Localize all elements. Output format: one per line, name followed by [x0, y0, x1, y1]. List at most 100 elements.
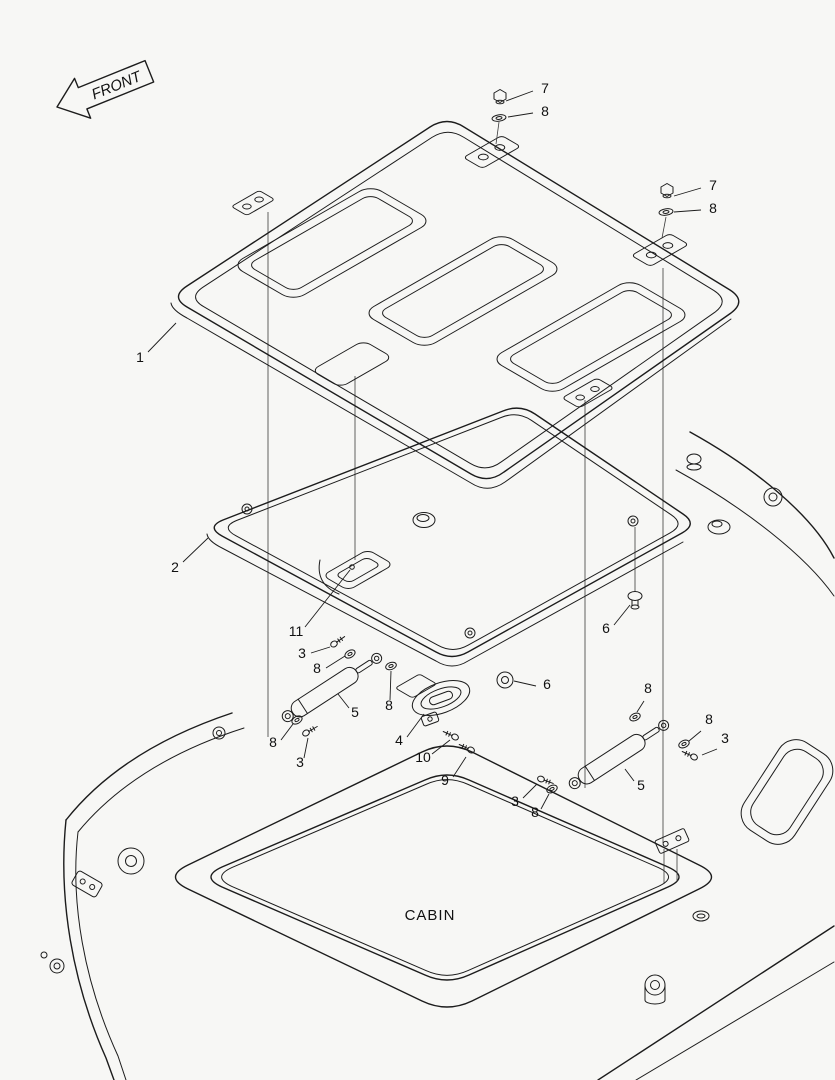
callout-leader	[673, 187, 702, 197]
windshield-edge-outer	[65, 712, 233, 821]
part-callout-5: 5	[624, 768, 645, 793]
screw	[537, 775, 554, 785]
pillar-bracket	[71, 870, 103, 898]
callout-leader	[505, 90, 534, 102]
callout-number: 8	[531, 804, 539, 820]
a-pillar-outer	[63, 819, 115, 1080]
hinge-bracket-left	[231, 191, 274, 216]
hatch-rim-thickness	[170, 302, 732, 489]
callout-leader	[406, 713, 425, 738]
callout-leader	[673, 209, 702, 213]
washer	[678, 739, 690, 749]
right-body-washer	[763, 487, 783, 507]
callout-leader	[624, 768, 635, 782]
small-fasteners	[291, 591, 698, 794]
roof-bolt-left	[212, 726, 226, 740]
callout-leader	[303, 737, 309, 759]
part-callout-3: 3	[511, 783, 538, 809]
a-pillar-inner	[75, 831, 127, 1080]
right-roof-vent	[740, 739, 834, 845]
part-callout-8: 8	[673, 200, 717, 216]
rear-cylinder	[644, 974, 666, 1005]
callout-leader	[522, 783, 538, 799]
screw	[330, 636, 346, 648]
part-callout-8: 8	[385, 670, 393, 713]
part-callout-3: 3	[701, 730, 729, 756]
part-callout-8: 8	[636, 680, 652, 713]
callout-leader	[389, 670, 392, 701]
part-callout-8: 8	[269, 723, 294, 750]
callout-number: 8	[313, 660, 321, 676]
callout-number: 3	[298, 645, 306, 661]
front-label: FRONT	[89, 67, 145, 103]
front-arrow: FRONT	[56, 59, 155, 119]
front-arrow-outline	[56, 59, 155, 119]
roof-opening-rim-inner	[222, 780, 669, 976]
callout-number: 5	[351, 704, 359, 720]
latch-recess	[322, 550, 393, 591]
part-callout-6: 6	[602, 604, 631, 636]
callout-leader	[688, 730, 702, 742]
callout-number: 10	[415, 749, 431, 765]
part-callout-7: 7	[673, 177, 717, 197]
windshield-edge-inner	[77, 727, 245, 833]
callout-leader	[701, 748, 718, 756]
latch-screw-9	[458, 743, 475, 754]
callout-number: 8	[269, 734, 277, 750]
frame-dome	[412, 512, 436, 528]
part-callout-8: 8	[531, 793, 550, 820]
right-body-contour-1	[689, 431, 835, 559]
inner-hatch-frame	[206, 378, 691, 667]
callout-number: 4	[395, 732, 403, 748]
frame-rim-thickness	[206, 533, 684, 667]
callout-number: 3	[511, 793, 519, 809]
right-body-dome	[707, 519, 731, 535]
part-callout-9: 9	[441, 756, 467, 788]
part-callout-6: 6	[513, 676, 551, 692]
callout-number: 8	[385, 697, 393, 713]
part-callout-4: 4	[395, 713, 425, 748]
callout-leader	[182, 537, 209, 563]
callout-leader	[513, 680, 537, 687]
callout-leader	[613, 604, 631, 626]
roof-rib-2	[362, 233, 563, 349]
gas-strut-left	[281, 652, 383, 723]
callout-leader	[452, 756, 467, 778]
part-callout-2: 2	[171, 537, 209, 575]
right-body-contour-2	[675, 469, 835, 597]
callout-number: 6	[543, 676, 551, 692]
nut-top	[493, 89, 507, 105]
roof-hinge-seat	[654, 828, 690, 854]
latch-recess-lip	[318, 559, 340, 595]
part-callout-8: 8	[507, 103, 549, 119]
callout-number: 1	[136, 349, 144, 365]
hinge-bracket-top	[463, 136, 520, 169]
right-body-stud	[686, 453, 702, 471]
washer	[629, 712, 641, 722]
callout-number: 5	[637, 777, 645, 793]
roof-hatch-panel	[170, 120, 740, 489]
part-callout-10: 10	[415, 739, 451, 765]
latch-handle-ring	[411, 680, 471, 716]
washer-top	[491, 114, 507, 122]
callout-leader	[325, 655, 346, 669]
callout-number: 8	[644, 680, 652, 696]
hatch-inner-edge	[196, 132, 723, 468]
plug-center	[496, 671, 514, 689]
washer-right	[658, 208, 674, 216]
callout-number: 7	[541, 80, 549, 96]
part-callout-3: 3	[298, 645, 331, 661]
callout-leader	[304, 569, 351, 628]
callout-leader	[540, 793, 550, 810]
callout-leader	[507, 112, 534, 118]
part-callout-8: 8	[313, 655, 346, 676]
cabin-label: CABIN	[405, 907, 456, 924]
rear-edge-2	[635, 961, 835, 1080]
part-callout-1: 1	[136, 322, 177, 365]
nut-right	[660, 183, 674, 199]
callout-number: 3	[721, 730, 729, 746]
roof-rib-1	[231, 185, 432, 301]
latch-mount-plate	[395, 674, 437, 698]
